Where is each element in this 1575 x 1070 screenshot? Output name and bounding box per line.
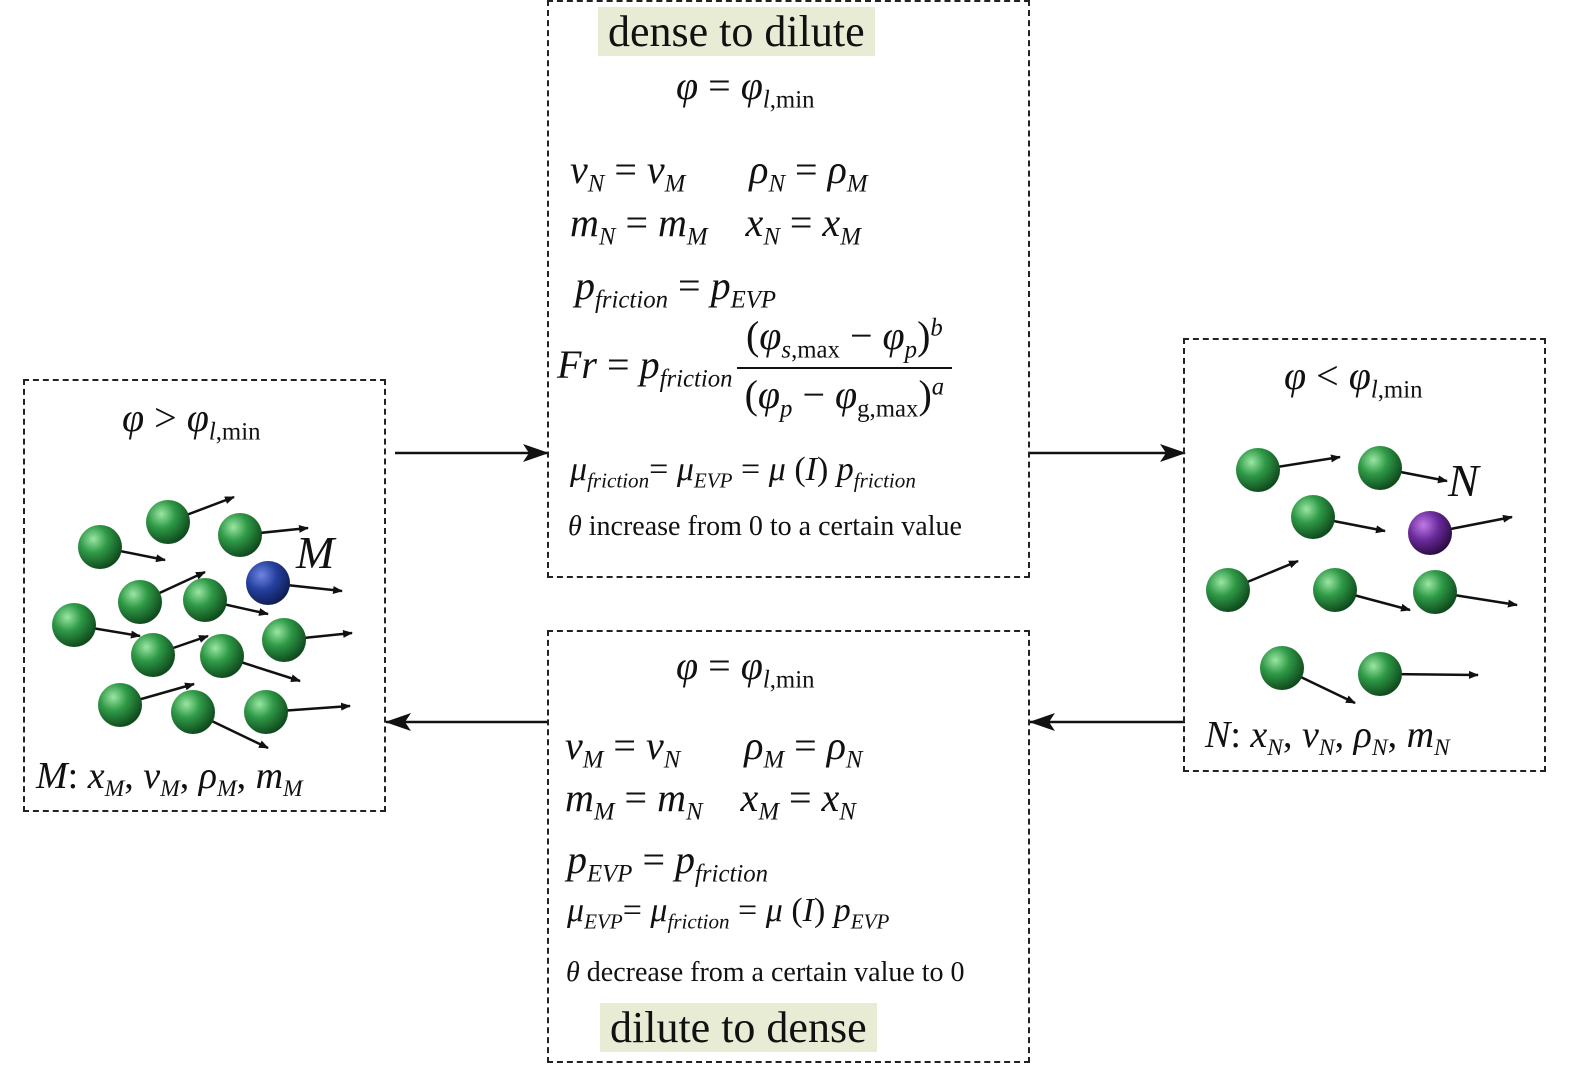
left-phi-condition: φ > φl,min — [122, 395, 261, 446]
particle-N-label: N — [1448, 455, 1479, 506]
top-pressure-equation: pfriction = pEVP — [575, 263, 777, 314]
right-phi-condition: φ < φl,min — [1284, 353, 1423, 404]
bottom-pressure-equation: pEVP = pfriction — [567, 837, 769, 888]
dilute-to-dense-title: dilute to dense — [600, 1000, 877, 1056]
dense-to-dilute-box — [547, 0, 1030, 578]
top-phi-equation: φ = φl,min — [676, 63, 815, 114]
bottom-phi-equation: φ = φl,min — [676, 643, 815, 694]
dense-to-dilute-title: dense to dilute — [598, 4, 875, 60]
top-fr-equation: Fr = pfriction (φs,max − φp)b (φp − φg,m… — [557, 312, 953, 423]
top-mu-equation: μfriction= μEVP = μ (I) pfriction — [570, 451, 916, 493]
particle-M-label: M — [296, 527, 335, 578]
dense-state-box — [23, 379, 386, 812]
bottom-theta-note: θ decrease from a certain value to 0 — [566, 957, 965, 988]
left-particles — [52, 495, 353, 750]
bottom-mu-equation: μEVP= μfriction = μ (I) pEVP — [567, 892, 890, 934]
right-particles — [1206, 446, 1518, 705]
left-state-variables: M: xM, vM, ρM, mM — [36, 755, 303, 803]
dilute-to-dense-box — [547, 630, 1030, 1063]
right-state-variables: N: xN, vN, ρN, mN — [1205, 714, 1450, 762]
dilute-state-box — [1183, 338, 1546, 772]
flow-arrows — [385, 444, 1186, 731]
top-theta-note: θ increase from 0 to a certain value — [568, 511, 962, 542]
